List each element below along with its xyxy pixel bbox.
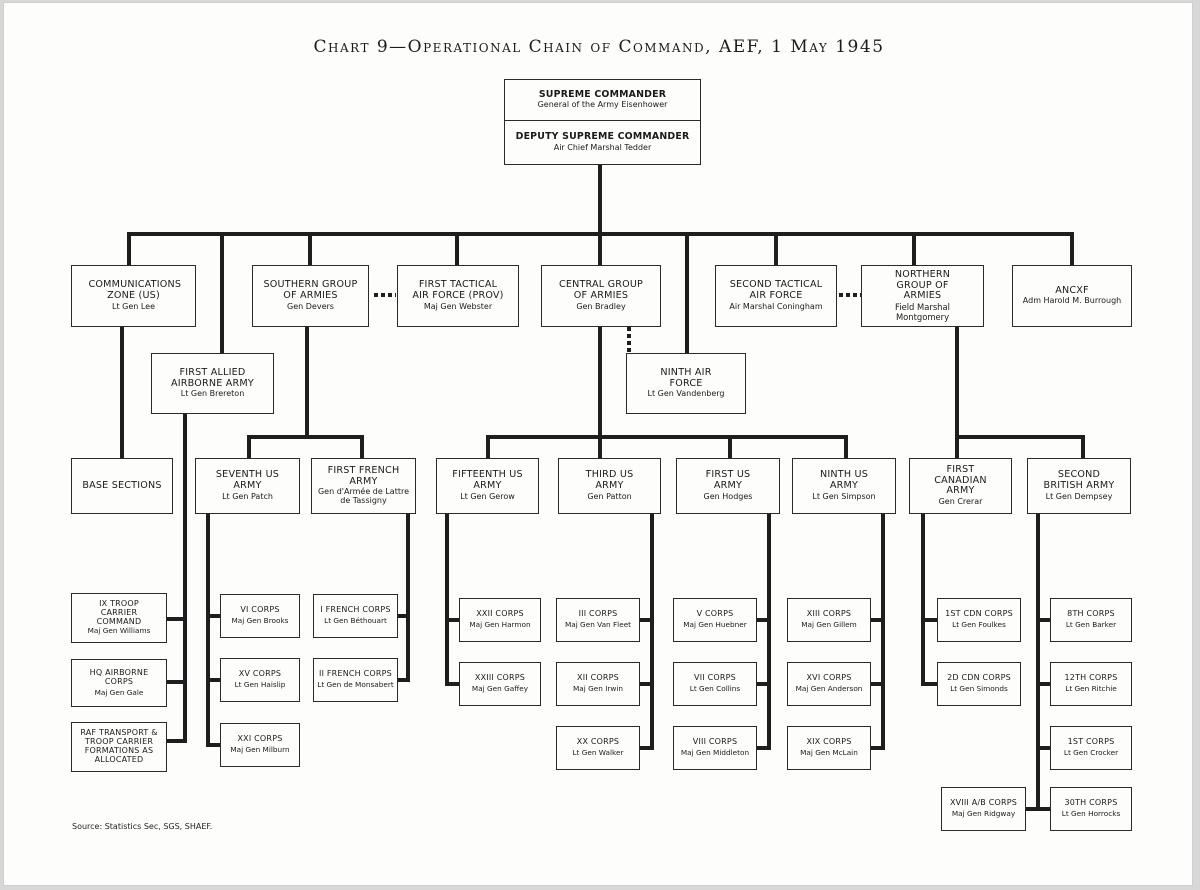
unit-second-brit: SECOND BRITISH ARMY Lt Gen Dempsey <box>1027 458 1131 514</box>
supreme-commander-title: SUPREME COMMANDER <box>538 88 667 100</box>
unit-xx-corps: XX CORPS Lt Gen Walker <box>556 726 640 770</box>
chart-page: Chart 9—Operational Chain of Command, AE… <box>3 2 1193 886</box>
unit-i-french-corps: I FRENCH CORPS Lt Gen Béthouart <box>313 594 398 638</box>
unit-first-us: FIRST US ARMY Gen Hodges <box>676 458 780 514</box>
deputy-commander-box: DEPUTY SUPREME COMMANDER Air Chief Marsh… <box>504 120 701 165</box>
unit-southern: SOUTHERN GROUP OF ARMIES Gen Devers <box>252 265 369 327</box>
unit-xvi-corps: XVI CORPS Maj Gen Anderson <box>787 662 871 706</box>
unit-12th-corps: 12TH CORPS Lt Gen Ritchie <box>1050 662 1132 706</box>
unit-xviii-ab-corps: XVIII A/B CORPS Maj Gen Ridgway <box>941 787 1026 831</box>
unit-fifteenth: FIFTEENTH US ARMY Lt Gen Gerow <box>436 458 539 514</box>
unit-raf-transport: RAF TRANSPORT & TROOP CARRIER FORMATIONS… <box>71 722 167 772</box>
source-note: Source: Statistics Sec, SGS, SHAEF. <box>72 822 213 831</box>
unit-xiii-corps: XIII CORPS Maj Gen Gillem <box>787 598 871 642</box>
unit-1st-cdn-corps: 1ST CDN CORPS Lt Gen Foulkes <box>937 598 1021 642</box>
unit-third: THIRD US ARMY Gen Patton <box>558 458 661 514</box>
supreme-commander-name: General of the Army Eisenhower <box>537 100 668 110</box>
unit-seventh: SEVENTH US ARMY Lt Gen Patch <box>195 458 300 514</box>
unit-first-cdn: FIRST CANADIAN ARMY Gen Crerar <box>909 458 1012 514</box>
supreme-commander-box: SUPREME COMMANDER General of the Army Ei… <box>504 79 701 121</box>
unit-base-sections: BASE SECTIONS <box>71 458 173 514</box>
unit-8th-corps: 8TH CORPS Lt Gen Barker <box>1050 598 1132 642</box>
unit-hq-airborne: HQ AIRBORNE CORPS Maj Gen Gale <box>71 659 167 707</box>
unit-northern: NORTHERN GROUP OF ARMIES Field Marshal M… <box>861 265 984 327</box>
unit-xii-corps: XII CORPS Maj Gen Irwin <box>556 662 640 706</box>
unit-ninth-af: NINTH AIR FORCE Lt Gen Vandenberg <box>626 353 746 414</box>
unit-ancxf: ANCXF Adm Harold M. Burrough <box>1012 265 1132 327</box>
unit-xv-corps: XV CORPS Lt Gen Haislip <box>220 658 300 702</box>
unit-vii-corps: VII CORPS Lt Gen Collins <box>673 662 757 706</box>
unit-v-corps: V CORPS Maj Gen Huebner <box>673 598 757 642</box>
unit-xxii-corps: XXII CORPS Maj Gen Harmon <box>459 598 541 642</box>
unit-iii-corps: III CORPS Maj Gen Van Fleet <box>556 598 640 642</box>
unit-central: CENTRAL GROUP OF ARMIES Gen Bradley <box>541 265 661 327</box>
deputy-commander-name: Air Chief Marshal Tedder <box>553 142 652 152</box>
unit-ix-troop: IX TROOP CARRIER COMMAND Maj Gen William… <box>71 593 167 643</box>
unit-ninth-us: NINTH US ARMY Lt Gen Simpson <box>792 458 896 514</box>
unit-first-taf: FIRST TACTICAL AIR FORCE (PROV) Maj Gen … <box>397 265 519 327</box>
unit-ii-french-corps: II FRENCH CORPS Lt Gen de Monsabert <box>313 658 398 702</box>
unit-1st-corps: 1ST CORPS Lt Gen Crocker <box>1050 726 1132 770</box>
unit-30th-corps: 30TH CORPS Lt Gen Horrocks <box>1050 787 1132 831</box>
unit-second-taf: SECOND TACTICAL AIR FORCE Air Marshal Co… <box>715 265 837 327</box>
unit-comz: COMMUNICATIONS ZONE (US) Lt Gen Lee <box>71 265 196 327</box>
unit-xix-corps: XIX CORPS Maj Gen McLain <box>787 726 871 770</box>
chart-title: Chart 9—Operational Chain of Command, AE… <box>313 37 885 57</box>
unit-2d-cdn-corps: 2D CDN CORPS Lt Gen Simonds <box>937 662 1021 706</box>
connector-lines <box>120 163 1085 811</box>
deputy-commander-title: DEPUTY SUPREME COMMANDER <box>515 131 690 143</box>
unit-xxi-corps: XXI CORPS Maj Gen Milburn <box>220 723 300 767</box>
unit-xxiii-corps: XXIII CORPS Maj Gen Gaffey <box>459 662 541 706</box>
unit-faaa: FIRST ALLIED AIRBORNE ARMY Lt Gen Breret… <box>151 353 274 414</box>
unit-first-french: FIRST FRENCH ARMY Gen d'Armée de Lattre … <box>311 458 416 514</box>
unit-viii-corps: VIII CORPS Maj Gen Middleton <box>673 726 757 770</box>
unit-vi-corps: VI CORPS Maj Gen Brooks <box>220 594 300 638</box>
